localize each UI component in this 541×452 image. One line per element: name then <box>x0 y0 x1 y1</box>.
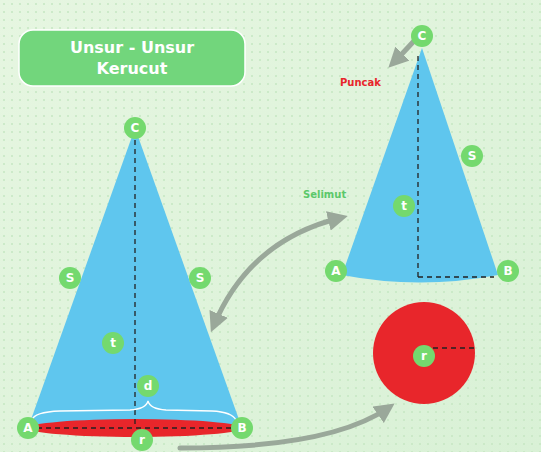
diameter-line <box>28 427 242 428</box>
letter-label: d <box>137 379 159 393</box>
letter-label: S <box>189 271 211 285</box>
pointer-arrow <box>180 408 388 448</box>
diameter-bracket <box>32 401 236 420</box>
letter-label: r <box>413 349 435 363</box>
letter-label: A <box>325 264 347 278</box>
title-text: Unsur - Unsur Kerucut <box>57 37 207 79</box>
pointer-arrow <box>394 41 414 62</box>
pointer-arrow <box>214 218 340 325</box>
letter-badge: C <box>411 25 433 47</box>
letter-badge: S <box>461 145 483 167</box>
letter-label: C <box>124 121 146 135</box>
letter-badge: A <box>17 417 39 439</box>
height-line <box>417 56 418 277</box>
letter-badge: S <box>189 267 211 289</box>
radius-line <box>418 276 494 277</box>
base-circle <box>373 302 475 404</box>
letter-label: t <box>102 336 124 350</box>
letter-badge: S <box>59 267 81 289</box>
part-label: Selimut <box>303 189 346 200</box>
letter-label: t <box>393 199 415 213</box>
letter-label: S <box>461 149 483 163</box>
letter-badge: t <box>393 195 415 217</box>
part-label: Puncak <box>340 77 381 88</box>
cone-body <box>28 128 242 434</box>
letter-badge: r <box>131 429 153 451</box>
letter-label: r <box>131 433 153 447</box>
letter-label: B <box>231 421 253 435</box>
letter-badge: t <box>102 332 124 354</box>
letter-label: A <box>17 421 39 435</box>
letter-label: B <box>497 264 519 278</box>
letter-label: C <box>411 29 433 43</box>
letter-badge: d <box>137 375 159 397</box>
title-box: Unsur - Unsur Kerucut <box>19 30 245 86</box>
letter-badge: C <box>124 117 146 139</box>
letter-badge: B <box>497 260 519 282</box>
height-line <box>134 140 135 428</box>
letter-badge: r <box>413 345 435 367</box>
letter-label: S <box>59 271 81 285</box>
letter-badge: A <box>325 260 347 282</box>
letter-badge: B <box>231 417 253 439</box>
